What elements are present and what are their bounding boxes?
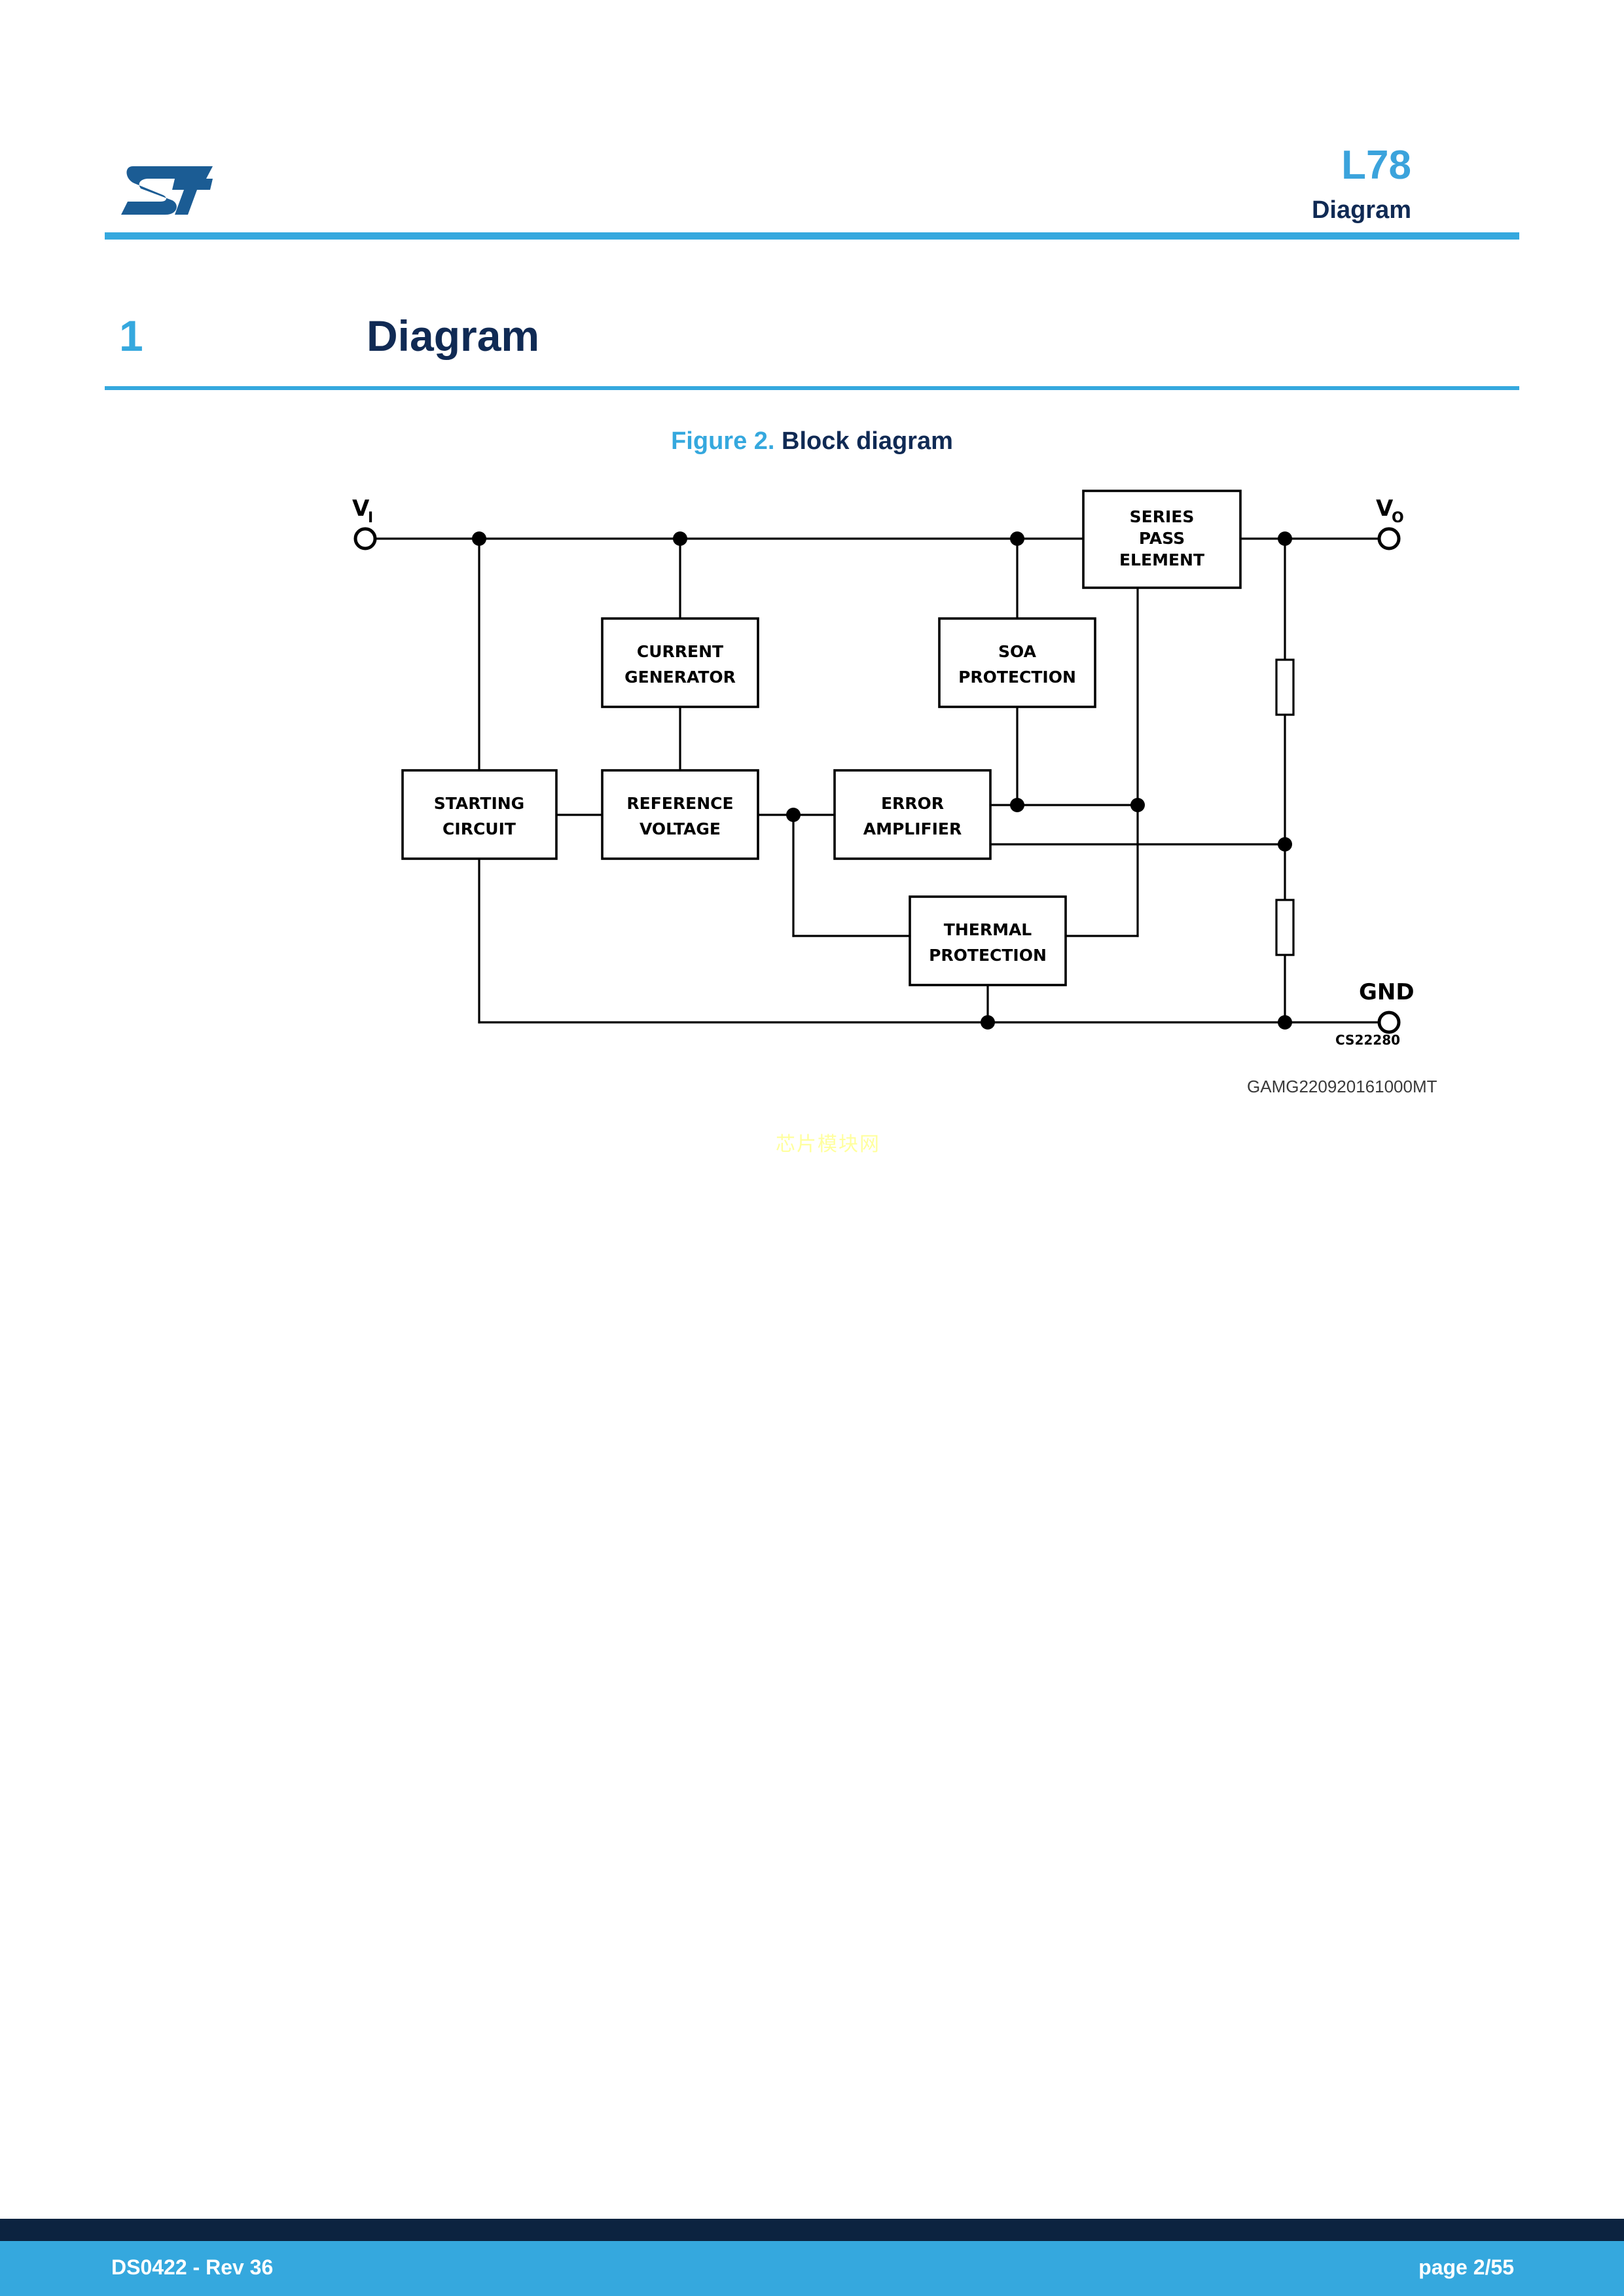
header-section-name: Diagram: [1311, 196, 1411, 224]
starting-circuit-label: CIRCUIT: [442, 819, 516, 838]
junction-dot: [1278, 531, 1292, 546]
lower-divider-resistor: [1275, 899, 1295, 956]
soa-protection-block: [938, 617, 1096, 708]
drawing-reference-label: CS22280: [1335, 1032, 1400, 1048]
junction-dot: [673, 531, 687, 546]
thermal-protection-block: [909, 895, 1067, 986]
junction-dot: [1278, 1015, 1292, 1030]
soa-protection-label: SOA: [998, 642, 1037, 661]
junction-dot: [786, 808, 801, 822]
footer-band: DS0422 - Rev 36 page 2/55: [0, 2241, 1624, 2296]
watermark-text: 芯片模块网: [776, 1133, 880, 1156]
ground-terminal-label: GND: [1359, 979, 1415, 1005]
current-generator-label: GENERATOR: [624, 668, 736, 687]
junction-dot: [1130, 798, 1145, 812]
thermal-protection-label: THERMAL: [944, 920, 1032, 939]
reference-voltage-label: VOLTAGE: [640, 819, 721, 838]
junction-dot: [1010, 798, 1024, 812]
page-header: L78 Diagram: [0, 0, 1624, 249]
output-terminal-label: V: [1376, 495, 1394, 522]
page-footer: DS0422 - Rev 36 page 2/55: [0, 2219, 1624, 2296]
thermal-protection-label: PROTECTION: [929, 946, 1047, 965]
section-title: Diagram: [367, 312, 540, 360]
junction-dot: [1278, 837, 1292, 852]
series-pass-element-label: SERIES: [1130, 507, 1195, 526]
reference-voltage-label: REFERENCE: [626, 794, 733, 813]
junction-dots: [472, 531, 1292, 1030]
starting-circuit-label: STARTING: [434, 794, 524, 813]
footer-dark-bar: [0, 2219, 1624, 2241]
page-title: 1 Diagram: [105, 314, 1519, 386]
st-logo: [115, 149, 219, 223]
soa-protection-label: PROTECTION: [958, 668, 1076, 687]
section-number: 1: [119, 312, 143, 360]
section-divider-rule: [105, 386, 1519, 390]
series-pass-element-block: [1082, 490, 1242, 589]
figure-caption: Figure 2. Block diagram: [0, 429, 1624, 454]
ground-terminal-circle: [1377, 1011, 1401, 1034]
block-diagram-figure: SERIES PASS ELEMENT CURRENT GENERATOR SO…: [314, 478, 1453, 1054]
error-amplifier-label: ERROR: [881, 794, 944, 813]
junction-dot: [472, 531, 486, 546]
header-meta: L78 Diagram: [1312, 145, 1411, 223]
footer-document-id: DS0422 - Rev 36: [111, 2255, 274, 2279]
output-terminal-sublabel: O: [1392, 510, 1404, 526]
footer-page-number: page 2/55: [1418, 2255, 1514, 2279]
figure-id-label: GAMG220920161000MT: [1247, 1077, 1437, 1096]
error-amplifier-label: AMPLIFIER: [863, 819, 962, 838]
junction-dot: [981, 1015, 995, 1030]
upper-divider-resistor: [1275, 658, 1295, 716]
input-terminal-sublabel: I: [368, 510, 373, 526]
error-amplifier-block: [833, 769, 992, 860]
input-terminal-circle: [353, 527, 377, 550]
series-pass-element-label: ELEMENT: [1119, 550, 1204, 569]
header-divider-rule: [105, 232, 1519, 240]
header-product-name: L78: [1341, 143, 1411, 188]
input-terminal-label: V: [352, 495, 370, 522]
figure-title: Block diagram: [782, 427, 953, 455]
output-terminal-circle: [1377, 527, 1401, 550]
starting-circuit-block: [401, 769, 558, 860]
figure-label: Figure 2.: [671, 427, 775, 455]
junction-dot: [1010, 531, 1024, 546]
reference-voltage-block: [601, 769, 759, 860]
current-generator-label: CURRENT: [637, 642, 723, 661]
current-generator-block: [601, 617, 759, 708]
series-pass-element-label: PASS: [1139, 529, 1185, 548]
